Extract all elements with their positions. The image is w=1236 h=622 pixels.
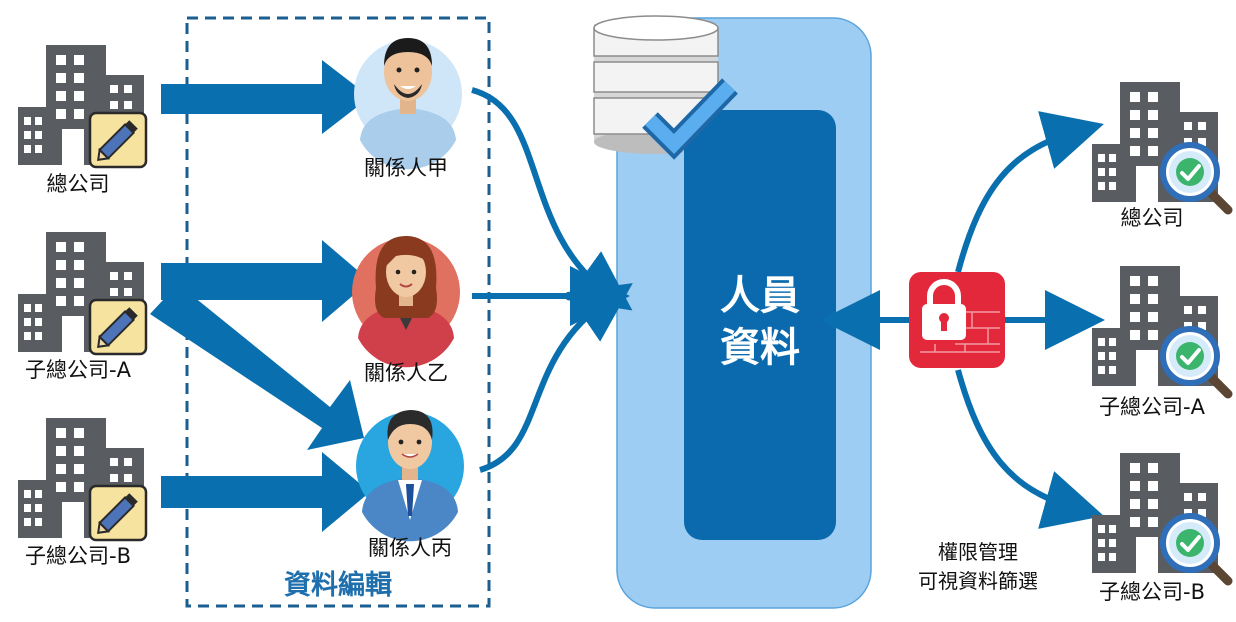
- arrow-suba-to-c: [150, 284, 364, 450]
- permission-line1: 權限管理: [938, 540, 1018, 564]
- permission-caption: 權限管理 可視資料篩選: [918, 538, 1038, 596]
- center-title: 人員 資料: [684, 270, 836, 374]
- center-title-line2: 資料: [720, 325, 800, 371]
- lock-icon: [909, 272, 1005, 368]
- target-building-sub-a: [1092, 266, 1228, 394]
- source-building-sub-b: [18, 418, 148, 542]
- center-box: [684, 110, 836, 540]
- person-c-label: 關係人丙: [368, 536, 452, 560]
- source-label-sub-a: 子總公司-A: [25, 358, 131, 382]
- target-label-sub-b: 子總公司-B: [1099, 580, 1205, 604]
- source-building-sub-a: [18, 232, 148, 356]
- person-a-avatar: [354, 38, 462, 170]
- arrow-lock-to-hq: [955, 111, 1104, 273]
- curve-a-to-center: [471, 87, 633, 311]
- target-label-hq: 總公司: [1120, 206, 1184, 230]
- source-label-hq: 總公司: [46, 172, 110, 196]
- person-a-label: 關係人甲: [364, 156, 448, 180]
- person-c-avatar: [356, 410, 464, 542]
- source-building-hq: [18, 45, 148, 169]
- target-building-sub-b: [1092, 453, 1228, 581]
- permission-line2: 可視資料篩選: [918, 569, 1038, 593]
- person-b-avatar: [352, 236, 460, 368]
- arrow-subb-to-c: [161, 452, 370, 532]
- person-b-label: 關係人乙: [364, 361, 448, 385]
- arrow-lock-to-sub-b: [955, 369, 1104, 529]
- arrow-hq-to-a: [161, 60, 370, 134]
- center-title-line1: 人員: [720, 273, 800, 319]
- curve-c-to-center: [479, 283, 633, 473]
- arrow-suba-to-b: [161, 240, 370, 322]
- target-building-hq: [1092, 82, 1228, 210]
- target-label-sub-a: 子總公司-A: [1099, 395, 1205, 419]
- edit-group-title: 資料編輯: [284, 570, 392, 601]
- source-label-sub-b: 子總公司-B: [25, 544, 131, 568]
